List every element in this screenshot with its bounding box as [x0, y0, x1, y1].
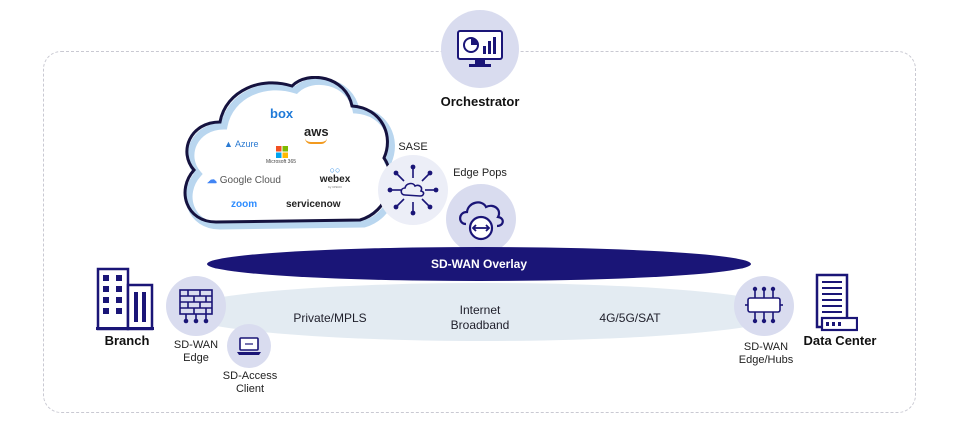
transport-band	[178, 283, 790, 341]
azure-label: Azure	[234, 139, 259, 149]
sase-node	[378, 155, 448, 225]
azure-icon: ▲	[224, 139, 233, 149]
sd-access-node	[227, 324, 271, 368]
box-logo: box	[270, 106, 294, 121]
sdwan-hubs-node	[734, 276, 794, 336]
edge-pops-label: Edge Pops	[453, 167, 507, 179]
microsoft-365-logo: Microsoft 365	[266, 159, 297, 165]
sdwan-overlay: SD-WAN Overlay	[207, 247, 751, 281]
sase-label: SASE	[398, 141, 428, 153]
aws-smile-icon	[305, 138, 327, 144]
orchestrator-node	[441, 10, 519, 88]
transport-private: Private/MPLS	[293, 311, 367, 325]
overlay-label: SD-WAN Overlay	[430, 257, 528, 271]
google-cloud-icon: ☁	[207, 175, 217, 186]
google-cloud-logo: ☁ Google Cloud	[207, 175, 281, 186]
cloud-exchange-icon	[459, 201, 504, 241]
laptop-icon	[237, 337, 261, 355]
webex-icon: ○○	[329, 165, 341, 175]
azure-logo: ▲ Azure	[224, 139, 258, 149]
monitor-dashboard-icon	[457, 30, 503, 67]
sdwan-hubs-label: SD-WAN Edge/Hubs	[738, 341, 794, 366]
sd-access-label: SD-Access Client	[222, 370, 278, 395]
servicenow-logo: servicenow	[286, 199, 341, 210]
webex-logo: ○○ webex by CISCO	[318, 165, 352, 189]
building-icon	[96, 267, 154, 331]
firewall-icon	[179, 289, 213, 324]
orchestrator-label: Orchestrator	[440, 94, 520, 109]
google-cloud-label: Google Cloud	[219, 175, 281, 186]
sdwan-edge-label: SD-WAN Edge	[173, 339, 219, 364]
aws-logo: aws	[304, 124, 329, 139]
branch-label: Branch	[104, 333, 150, 348]
edge-pops-node	[446, 184, 516, 254]
data-center-label: Data Center	[803, 333, 877, 348]
transport-internet: Internet Broadband	[450, 303, 510, 332]
cloud-network-icon	[387, 164, 439, 216]
webex-sub: by CISCO	[328, 185, 342, 189]
microsoft-squares-icon	[276, 146, 288, 158]
webex-label: webex	[319, 174, 351, 185]
zoom-logo: zoom	[231, 199, 258, 210]
server-rack-icon	[815, 273, 858, 332]
router-icon	[745, 286, 783, 324]
cloud-apps-shape	[183, 76, 398, 230]
transport-cellular: 4G/5G/SAT	[599, 311, 661, 325]
sdwan-edge-node	[166, 276, 226, 336]
